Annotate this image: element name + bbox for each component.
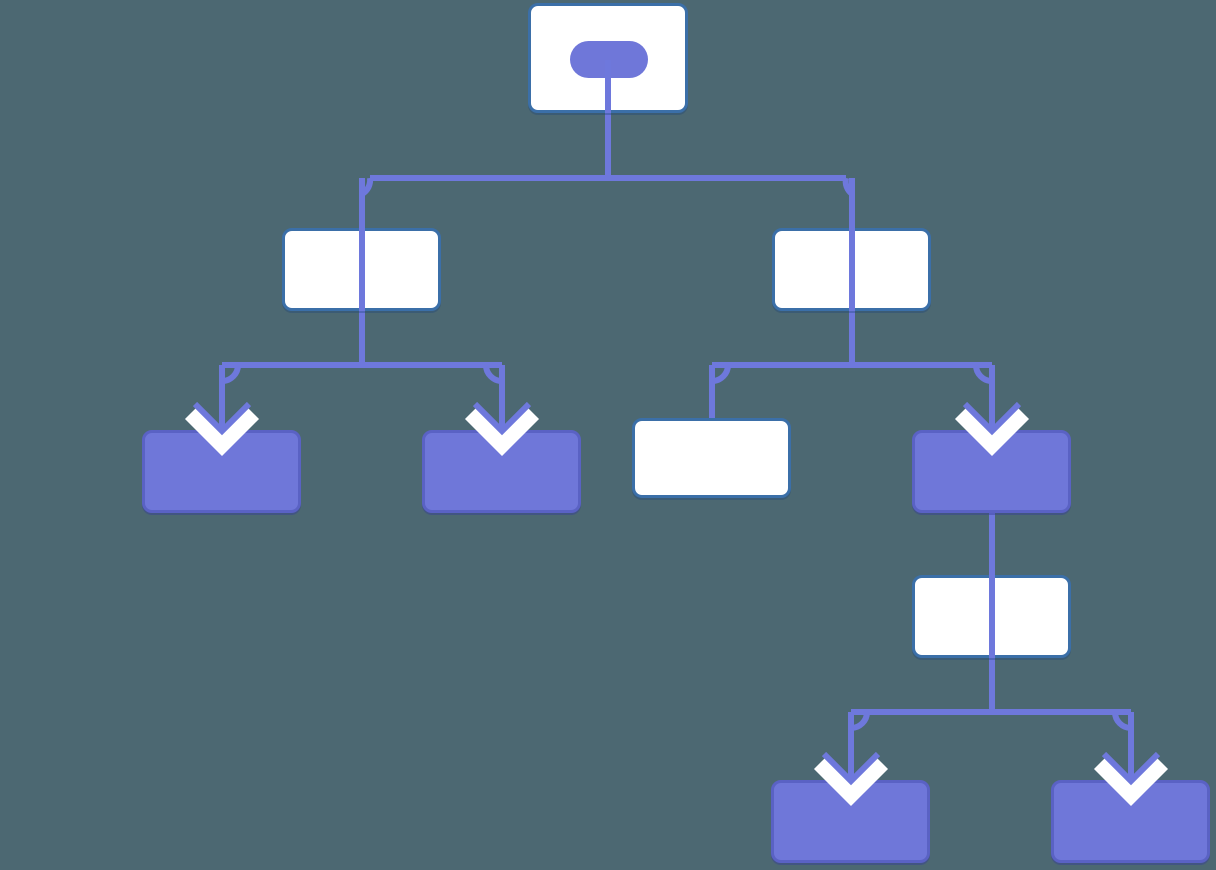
- arrowhead-chevron: [1101, 751, 1161, 786]
- arrowhead-chevron: [472, 401, 532, 436]
- edge-elbow: [842, 177, 855, 197]
- edge-elbow: [850, 711, 870, 731]
- arrowhead-chevron: [962, 401, 1022, 436]
- node-inner-lines: [359, 60, 995, 658]
- arrowhead-chevron: [821, 751, 881, 786]
- node-card[interactable]: [772, 228, 931, 311]
- node-card[interactable]: [1051, 780, 1210, 863]
- node-card[interactable]: [912, 430, 1071, 513]
- arrowhead-chevron: [192, 401, 252, 436]
- edge-elbow: [711, 364, 731, 384]
- edge-elbow: [973, 364, 993, 384]
- edge-elbow: [483, 364, 503, 384]
- node-pill-badge: [570, 41, 648, 78]
- node-card[interactable]: [422, 430, 581, 513]
- node-card[interactable]: [771, 780, 930, 863]
- edge-elbow: [1112, 711, 1132, 731]
- node-card[interactable]: [282, 228, 441, 311]
- node-card[interactable]: [142, 430, 301, 513]
- node-card[interactable]: [632, 418, 791, 498]
- node-card[interactable]: [912, 575, 1071, 658]
- edge-elbow: [360, 177, 374, 197]
- edge-elbow: [221, 364, 241, 384]
